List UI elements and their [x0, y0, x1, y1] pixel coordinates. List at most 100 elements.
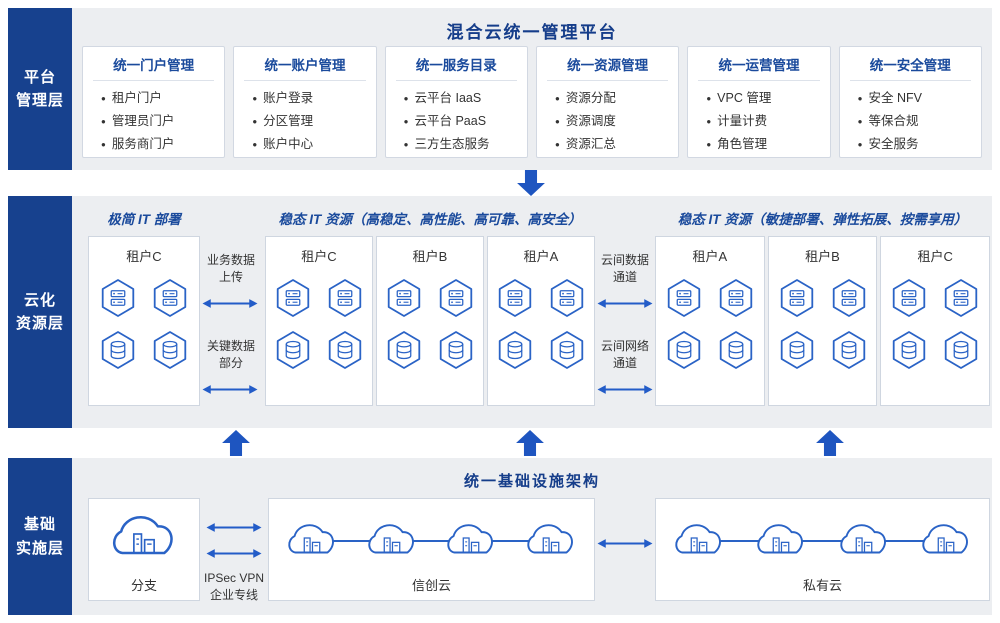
database-hexagon-icon: [386, 330, 422, 370]
tenant-box: 租户C: [265, 236, 373, 406]
infra-title: 统一基础设施架构: [463, 473, 600, 490]
resource-layer-sidebar-label: 云化 资源层: [8, 196, 72, 428]
steady-tenant-group: 租户C 租户B: [265, 236, 595, 406]
bullet-item: 资源汇总: [555, 133, 670, 156]
cloud-datacenter-icon: [917, 517, 975, 559]
sidebar-line: 管理层: [15, 92, 64, 109]
bullet-item: 等保合规: [858, 110, 973, 133]
sidebar-line: 资源层: [15, 315, 64, 332]
tenant-box: 租户B: [376, 236, 484, 406]
cloud-datacenter-icon: [283, 517, 341, 559]
double-arrow-icon: [204, 548, 264, 559]
platform-box-catalog: 统一服务目录 云平台 IaaS 云平台 PaaS 三方生态服务: [384, 46, 528, 158]
cloud-datacenter-icon: [363, 517, 421, 559]
database-hexagon-icon: [549, 330, 585, 370]
database-hexagon-icon: [831, 330, 867, 370]
sidebar-line: 实施层: [15, 539, 64, 557]
bullet-item: 三方生态服务: [404, 133, 519, 156]
tenant-label: 租户B: [412, 249, 448, 264]
tenant-label: 租户C: [126, 249, 162, 264]
bullet-item: 云平台 IaaS: [404, 87, 519, 110]
cloud-row: [656, 517, 989, 559]
double-arrow-icon: [202, 298, 258, 309]
resource-layer-band: 极简 IT 部署 稳态 IT 资源（高稳定、高性能、高可靠、高安全） 稳态 IT…: [72, 196, 992, 428]
sidebar-line: 基础: [23, 516, 56, 534]
tenant-box: 租户C: [88, 236, 200, 406]
infra-layer-band: 统一基础设施架构 分支 IPSec VPN 企业专线: [72, 458, 992, 615]
bullet-item: 安全服务: [858, 133, 973, 156]
platform-box-title: 统一资源管理: [546, 54, 669, 81]
platform-box-list: 安全 NFV 等保合规 安全服务: [848, 87, 973, 156]
sidebar-line: 云化: [23, 291, 56, 309]
header-simple-it: 极简 IT 部署: [107, 212, 181, 227]
cloud-datacenter-icon: [106, 507, 182, 561]
bullet-item: 服务商门户: [101, 133, 216, 156]
up-block-arrow-icon: [816, 430, 844, 456]
database-hexagon-icon: [943, 330, 979, 370]
sidebar-line: 平台: [23, 68, 56, 86]
database-hexagon-icon: [100, 330, 136, 370]
bullet-item: 角色管理: [706, 133, 821, 156]
bullet-item: 账户登录: [252, 87, 367, 110]
cluster-link-line: [696, 540, 949, 542]
database-hexagon-icon: [152, 330, 188, 370]
platform-box-title: 统一安全管理: [849, 54, 971, 81]
tenant-icons: [275, 278, 363, 370]
database-hexagon-icon: [438, 330, 474, 370]
server-hexagon-icon: [891, 278, 927, 318]
bullet-item: 资源调度: [555, 110, 670, 133]
bullet-item: 资源分配: [555, 87, 670, 110]
server-hexagon-icon: [438, 278, 474, 318]
platform-box-operation: 统一运营管理 VPC 管理 计量计费 角色管理: [687, 46, 831, 158]
cloud-datacenter-icon: [522, 517, 580, 559]
tenant-label: 租户A: [523, 249, 559, 264]
database-hexagon-icon: [275, 330, 311, 370]
bullet-item: 管理员门户: [101, 110, 216, 133]
bullet-item: 计量计费: [706, 110, 821, 133]
tenant-label: 租户C: [917, 249, 953, 264]
flow-label-line: 通道: [612, 356, 637, 371]
cloud-datacenter-icon: [752, 517, 810, 559]
cloud-resource-layer: 云化 资源层 极简 IT 部署 稳态 IT 资源（高稳定、高性能、高可靠、高安全…: [8, 196, 992, 428]
tenant-label: 租户B: [805, 249, 840, 264]
bullet-item: VPC 管理: [706, 87, 821, 110]
flow-label-intercloud-network: 云间网络 通道: [593, 338, 657, 373]
platform-layer-sidebar-label: 平台 管理层: [8, 8, 72, 170]
server-hexagon-icon: [100, 278, 136, 318]
platform-box-resource: 统一资源管理 资源分配 资源调度 资源汇总: [535, 46, 680, 158]
flow-label-line: 云间数据: [600, 253, 649, 267]
server-hexagon-icon: [549, 278, 585, 318]
platform-management-layer: 平台 管理层 混合云统一管理平台 统一门户管理 租户门户 管理员门户 服务商门户…: [8, 8, 992, 170]
flow-label-line: 业务数据: [206, 253, 255, 267]
tenant-box: 租户A: [655, 236, 765, 406]
server-hexagon-icon: [718, 278, 754, 318]
server-hexagon-icon: [497, 278, 533, 318]
server-hexagon-icon: [275, 278, 311, 318]
double-arrow-icon: [597, 298, 653, 309]
branch-site-box: 分支: [88, 498, 200, 601]
platform-box-title: 统一服务目录: [395, 54, 517, 81]
platform-box-list: VPC 管理 计量计费 角色管理: [696, 87, 821, 156]
platform-layer-band: 混合云统一管理平台 统一门户管理 租户门户 管理员门户 服务商门户 统一账户管理…: [72, 8, 992, 170]
double-arrow-icon: [597, 538, 653, 549]
cloud-datacenter-icon: [835, 517, 893, 559]
bullet-item: 账户中心: [252, 133, 367, 156]
flow-label-line: 上传: [218, 270, 243, 285]
bullet-item: 云平台 PaaS: [404, 110, 519, 133]
up-block-arrow-icon: [222, 430, 250, 456]
platform-box-title: 统一门户管理: [93, 54, 215, 81]
server-hexagon-icon: [327, 278, 363, 318]
site-label: 分支: [130, 578, 157, 593]
infra-layer-sidebar-label: 基础 实施层: [8, 458, 72, 615]
tenant-icons: [497, 278, 585, 370]
database-hexagon-icon: [327, 330, 363, 370]
up-block-arrow-icon: [516, 430, 544, 456]
platform-box-security: 统一安全管理 安全 NFV 等保合规 安全服务: [838, 46, 982, 158]
platform-box-list: 云平台 IaaS 云平台 PaaS 三方生态服务: [394, 87, 519, 156]
cloud-row: [269, 517, 594, 559]
private-cloud-box: 私有云: [655, 498, 990, 601]
header-agile-it: 稳态 IT 资源（敏捷部署、弹性拓展、按需享用）: [677, 212, 968, 227]
infrastructure-layer: 基础 实施层 统一基础设施架构 分支 IPSec VPN 企业专线: [8, 458, 992, 615]
bullet-item: 分区管理: [252, 110, 367, 133]
flow-label-intercloud-data: 云间数据 通道: [593, 252, 657, 287]
